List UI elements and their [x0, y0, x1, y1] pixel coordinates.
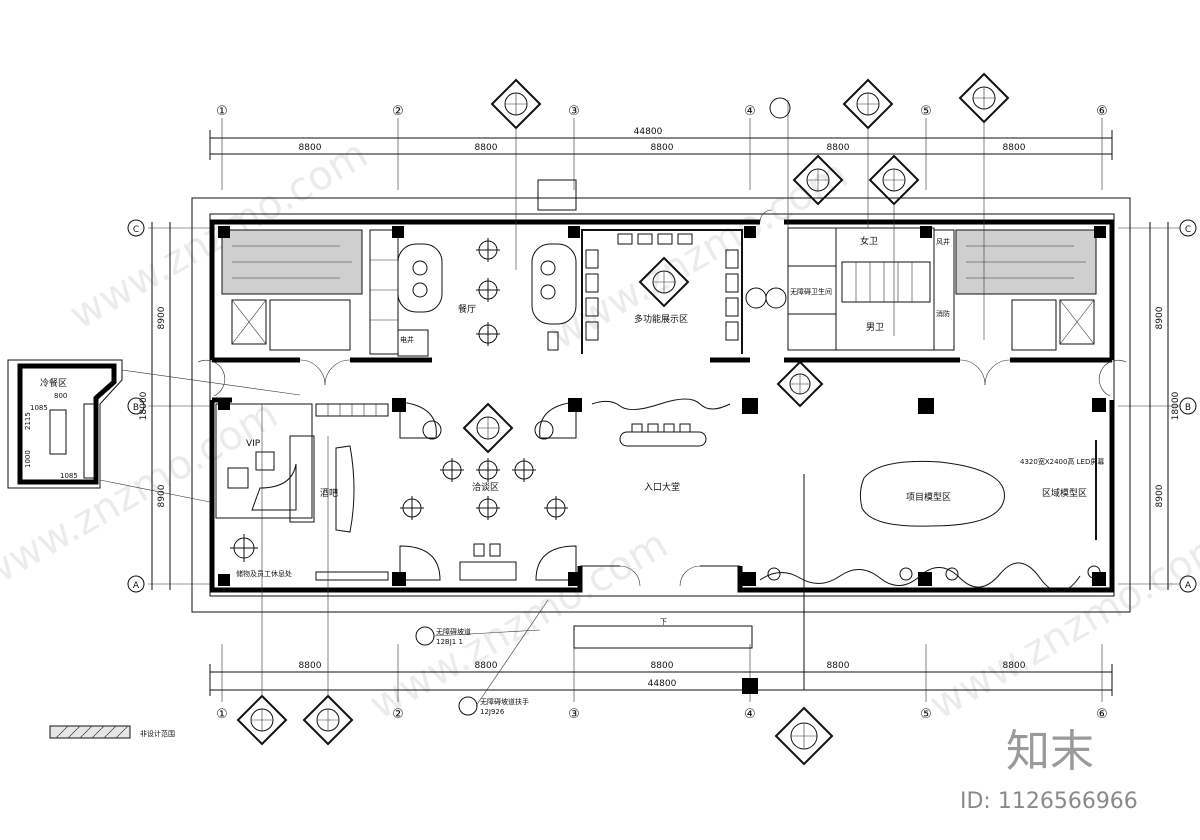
branding: 知末 ID: 1126566966 [960, 726, 1138, 814]
axis-label: C [133, 225, 139, 235]
axis-label: ⑤ [920, 104, 932, 119]
axis-label: ③ [568, 104, 580, 119]
dining-area: 餐厅 [397, 238, 577, 351]
room-label-lobby: 入口大堂 [644, 481, 680, 493]
room-label-negotiation: 洽谈区 [472, 481, 499, 493]
stair-left [221, 229, 363, 351]
axis-bubbles-top: ① ② ③ ④ ⑤ ⑥ [216, 104, 1108, 119]
restrooms: 女卫 男卫 无障碍卫生间 风井 消防 [787, 227, 955, 351]
axis-label: A [133, 581, 140, 591]
handrail-ref: 12J926 [480, 708, 505, 716]
total-dimension-bottom: 44800 [648, 679, 677, 689]
dimension-bottom: 8800 8800 8800 8800 8800 44800 [209, 661, 1113, 696]
bay-dimension: 8800 [651, 143, 674, 153]
storage-room: 储物及员工休息处 [230, 534, 292, 578]
room-label-electric: 电井 [400, 335, 414, 344]
model-area: 项目模型区 4320宽X2400高 LED屏幕 区域模型区 [759, 440, 1104, 592]
room-label-dining: 餐厅 [458, 303, 476, 315]
bay-dimension: 8800 [299, 661, 322, 671]
bay-dimension: 8800 [475, 661, 498, 671]
bay-dimension: 8800 [299, 143, 322, 153]
room-label-men: 男卫 [866, 322, 884, 333]
columns [218, 226, 1106, 586]
service-shafts: 电井 [369, 229, 429, 357]
axis-label: ② [392, 707, 404, 722]
bay-dimension: 8800 [1003, 661, 1026, 671]
room-label-bar: 酒吧 [320, 488, 338, 499]
ramp-ref: 12BJ1 1 [436, 638, 463, 646]
inset-dimension: 1000 [24, 450, 32, 468]
stairs-down-label: 下 [660, 618, 667, 626]
axis-label: ① [216, 707, 228, 722]
vip-room: VIP [215, 403, 315, 523]
axis-label: ⑤ [920, 707, 932, 722]
inset-dimension: 2115 [24, 412, 32, 430]
inset-dimension: 1085 [60, 472, 78, 480]
doors [197, 209, 1127, 397]
side-dimension: 8900 [157, 306, 167, 329]
cold-kitchen-inset: 冷餐区 800 1085 2115 1000 1085 [7, 359, 301, 503]
room-label-multifunction: 多功能展示区 [634, 313, 688, 325]
room-label-led: 4320宽X2400高 LED屏幕 [1020, 457, 1104, 466]
elevation-markers [236, 72, 1010, 766]
watermark-text: www.znzmo.com [922, 521, 1200, 729]
room-label-district-model: 区域模型区 [1042, 487, 1087, 499]
room-label-women: 女卫 [860, 235, 878, 247]
axis-label: A [1185, 581, 1192, 591]
negotiation-area: 洽谈区 [399, 401, 577, 581]
room-label-wind: 风井 [936, 237, 950, 246]
bar-area: 酒吧 [315, 403, 389, 581]
ramp-note: 无障碍坡道 [436, 627, 471, 636]
legend-label: 非设计范围 [140, 729, 175, 738]
side-dimension: 8900 [1155, 484, 1165, 507]
watermark-text: www.znzmo.com [542, 151, 855, 359]
axis-label: ⑥ [1096, 104, 1108, 119]
dimension-top: 44800 8800 8800 8800 8800 8800 [209, 127, 1113, 160]
watermark-text: www.znzmo.com [0, 391, 285, 599]
bay-dimension: 8800 [651, 661, 674, 671]
axis-label: ① [216, 104, 228, 119]
stair-right [955, 229, 1097, 351]
side-dimension: 18000 [1171, 391, 1181, 420]
axis-label: ④ [744, 104, 756, 119]
bay-dimension: 8800 [1003, 143, 1026, 153]
room-label-fire: 消防 [936, 309, 950, 318]
bay-dimension: 8800 [827, 143, 850, 153]
bay-dimension: 8800 [475, 143, 498, 153]
side-dimension: 8900 [1155, 306, 1165, 329]
multifunction-area: 多功能展示区 [581, 229, 743, 354]
lobby-area: 入口大堂 下 [573, 398, 805, 690]
room-label-storage: 储物及员工休息处 [236, 569, 292, 578]
column-marker [742, 678, 758, 694]
room-label-accessible: 无障碍卫生间 [790, 287, 832, 296]
room-label-project-model: 项目模型区 [906, 492, 951, 503]
handrail-note: 无障碍坡道扶手 [480, 697, 529, 706]
brand-logo: 知末 [1006, 726, 1094, 777]
axis-bubbles-sides: C B A C B A [127, 219, 1197, 593]
room-label-cold-kitchen: 冷餐区 [40, 377, 67, 389]
axis-label: C [1185, 225, 1191, 235]
room-label-vip: VIP [246, 439, 261, 449]
axis-label: ② [392, 104, 404, 119]
axis-label: B [1185, 403, 1191, 413]
axis-label: ③ [568, 707, 580, 722]
axis-label: ④ [744, 707, 756, 722]
axis-label: ⑥ [1096, 707, 1108, 722]
inset-dimension: 1085 [30, 404, 48, 412]
inset-dimension: 800 [54, 392, 67, 400]
image-id-label: ID: 1126566966 [960, 789, 1138, 814]
ramp-notes: 无障碍坡道 12BJ1 1 无障碍坡道扶手 12J926 [415, 599, 549, 716]
bay-dimension: 8800 [827, 661, 850, 671]
side-dimension: 8900 [157, 484, 167, 507]
axis-label: B [133, 403, 139, 413]
axis-bubbles-bottom: ① ② ③ ④ ⑤ ⑥ [216, 707, 1108, 722]
legend: 非设计范围 [49, 725, 175, 739]
total-dimension-top: 44800 [634, 127, 663, 137]
